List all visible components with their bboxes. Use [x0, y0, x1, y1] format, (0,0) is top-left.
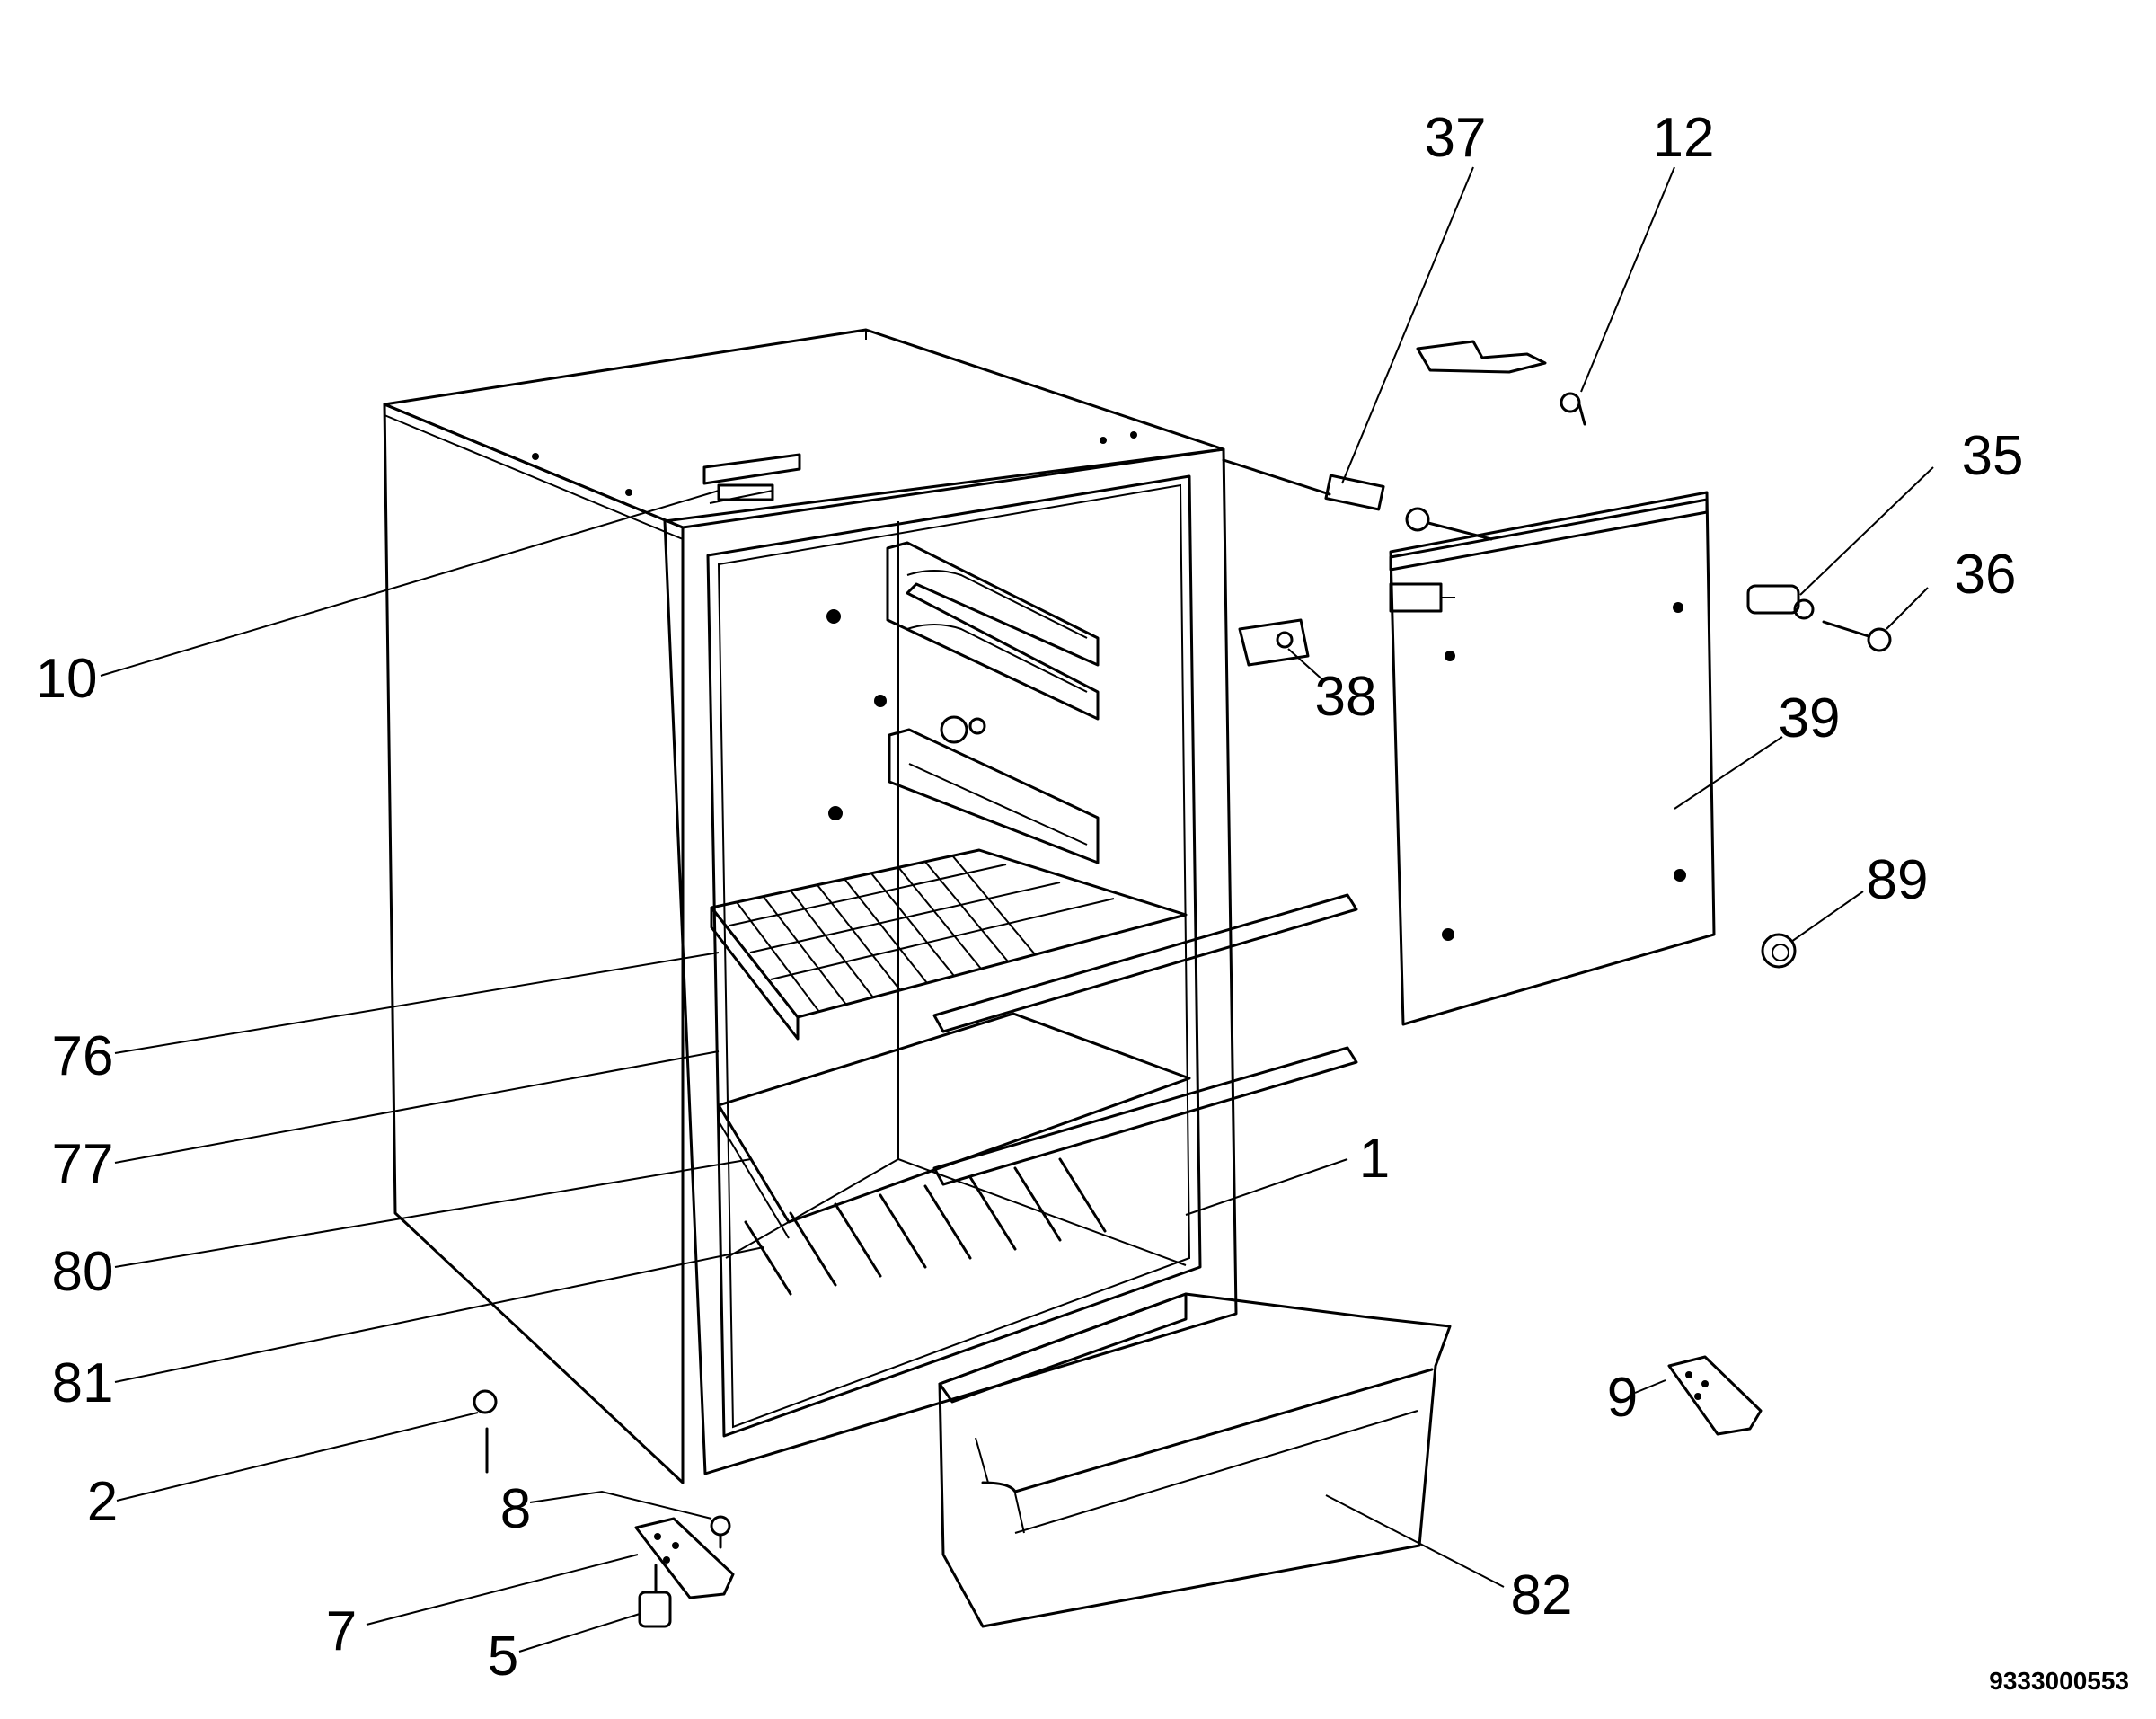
callout-36: 36: [1955, 544, 2017, 606]
pivot-bushing: [1746, 584, 1815, 620]
glass-shelf: [717, 1012, 1358, 1239]
callout-labels: 37 12 35 36 10 38 39 89 76 77 1 80 81 9 …: [36, 107, 2024, 1688]
callout-77: 77: [52, 1133, 114, 1195]
callout-80: 80: [52, 1241, 114, 1303]
callout-8: 8: [500, 1478, 531, 1540]
door-latch: [1238, 618, 1310, 667]
crisper-rails: [744, 1157, 1107, 1296]
lower-hinge-left: [634, 1517, 735, 1599]
upper-door-hinge: [1416, 340, 1586, 426]
lower-hinge-right: [1667, 1355, 1763, 1436]
callout-2: 2: [87, 1471, 118, 1533]
callout-1: 1: [1359, 1128, 1390, 1190]
callout-10: 10: [36, 648, 98, 710]
door-bin: [938, 1292, 1452, 1628]
door-panel: [1389, 491, 1716, 1026]
callout-12: 12: [1653, 107, 1715, 169]
document-code: 9333000553: [1989, 1667, 2129, 1695]
top-hinge: [702, 453, 801, 504]
shelf-guides-upper: [886, 541, 1100, 721]
callout-35: 35: [1962, 425, 2024, 487]
callout-7: 7: [326, 1600, 357, 1662]
wire-shelf: [710, 848, 1358, 1041]
hinge-screw: [710, 1515, 731, 1549]
callout-38: 38: [1315, 666, 1377, 728]
callout-82: 82: [1511, 1564, 1573, 1626]
leveling-foot: [473, 1389, 498, 1474]
screw: [1822, 620, 1892, 652]
callout-39: 39: [1779, 687, 1841, 749]
callout-76: 76: [52, 1025, 114, 1087]
cover-cap: [1761, 933, 1797, 969]
leader-lines: [100, 166, 1934, 1653]
callout-37: 37: [1425, 107, 1487, 169]
shelf-guides-lower: [888, 715, 1100, 864]
cabinet-body: [383, 328, 1238, 1484]
callout-81: 81: [52, 1352, 114, 1414]
callout-5: 5: [488, 1626, 518, 1688]
thermostat-cable: [1222, 458, 1493, 541]
callout-89: 89: [1867, 849, 1929, 911]
callout-9: 9: [1607, 1367, 1638, 1429]
adjustable-foot: [638, 1564, 672, 1628]
